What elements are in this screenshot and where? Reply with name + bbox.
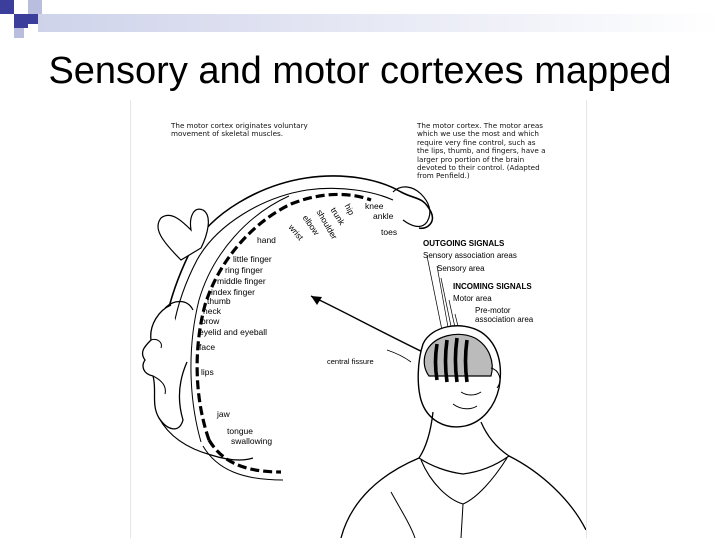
motor-cortex-diagram: The motor cortex originates voluntary mo… <box>130 100 587 538</box>
label-central-fissure: central fissure <box>327 357 374 366</box>
label-thumb: thumb <box>207 296 231 306</box>
label-little-finger: little finger <box>233 254 272 264</box>
label-face: face <box>199 342 216 352</box>
cortex-strip <box>195 192 372 441</box>
label-knee: knee <box>365 201 384 211</box>
person-shoulders <box>340 455 586 538</box>
label-neck: neck <box>203 306 221 316</box>
diagram-drawing <box>141 175 586 538</box>
label-lips: lips <box>201 367 214 377</box>
label-swallowing: swallowing <box>231 436 273 446</box>
label-motor-area: Motor area <box>453 294 492 303</box>
label-tongue: tongue <box>227 426 253 436</box>
label-brow: brow <box>201 316 220 326</box>
label-outgoing-signals: OUTGOING SIGNALS <box>423 239 505 248</box>
homunculus-hand <box>157 208 209 261</box>
brain-cap <box>423 333 493 377</box>
label-toes: toes <box>381 227 398 237</box>
corner-squares-decoration <box>0 0 720 38</box>
label-premotor-association-area: Pre-motor association area <box>475 306 534 324</box>
label-sensory-association-areas: Sensory association areas <box>423 251 517 260</box>
homunculus-face <box>141 304 188 430</box>
pointer-arrow <box>310 295 432 357</box>
label-ring-finger: ring finger <box>225 265 263 275</box>
note-right: The motor cortex. The motor areas which … <box>417 121 546 181</box>
homunculus-foot <box>392 186 431 228</box>
note-left: The motor cortex originates voluntary mo… <box>171 121 308 139</box>
label-index-finger: index finger <box>211 287 255 297</box>
label-incoming-signals: INCOMING SIGNALS <box>453 282 532 291</box>
homunculus-outline <box>161 175 434 401</box>
label-eyelid-and-eyeball: eyelid and eyeball <box>199 327 268 337</box>
slide-title: Sensory and motor cortexes mapped <box>48 50 672 92</box>
label-sensory-area: Sensory area <box>437 264 485 273</box>
label-jaw: jaw <box>217 409 230 419</box>
label-hand: hand <box>257 235 276 245</box>
label-ankle: ankle <box>373 211 394 221</box>
label-middle-finger: middle finger <box>217 276 266 286</box>
